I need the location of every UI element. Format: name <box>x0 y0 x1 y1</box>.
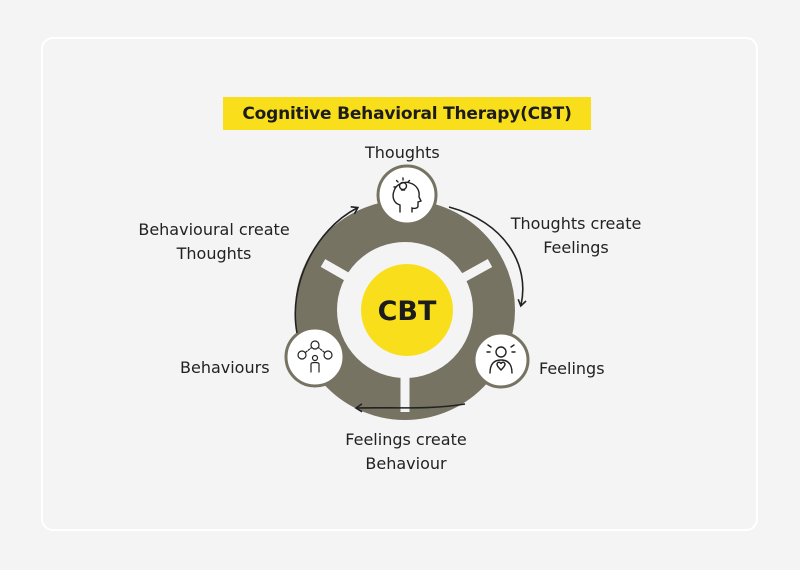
transition-thoughts-feelings-line1: Thoughts create <box>510 214 642 233</box>
transition-behaviour-thoughts-line2: Thoughts <box>176 244 252 263</box>
feelings-label: Feelings <box>539 359 605 378</box>
transition-behaviour-thoughts: Behavioural create Thoughts <box>128 218 300 266</box>
person-heart-icon <box>486 344 516 374</box>
arrow-feelings-to-behaviours <box>354 403 466 413</box>
person-emotions-icon <box>297 340 333 373</box>
arrow-thoughts-to-feelings <box>448 206 527 308</box>
center-circle <box>361 264 453 356</box>
node-thoughts <box>376 164 438 226</box>
behaviours-label: Behaviours <box>180 358 270 377</box>
transition-feelings-behaviour-line1: Feelings create <box>345 430 467 449</box>
center-label: CBT <box>378 296 437 327</box>
diagram-title: Cognitive Behavioral Therapy(CBT) <box>223 97 591 130</box>
thoughts-label: Thoughts <box>365 143 440 162</box>
head-lightbulb-icon <box>392 177 422 213</box>
arrow-behaviours-to-thoughts <box>294 205 360 334</box>
transition-thoughts-feelings-line2: Feelings <box>543 238 609 257</box>
node-feelings <box>472 331 530 389</box>
transition-feelings-behaviour-line2: Behaviour <box>365 454 447 473</box>
node-behaviours <box>284 326 346 388</box>
transition-feelings-behaviour: Feelings create Behaviour <box>334 428 478 476</box>
transition-behaviour-thoughts-line1: Behavioural create <box>138 220 290 239</box>
transition-thoughts-feelings: Thoughts create Feelings <box>500 212 652 260</box>
